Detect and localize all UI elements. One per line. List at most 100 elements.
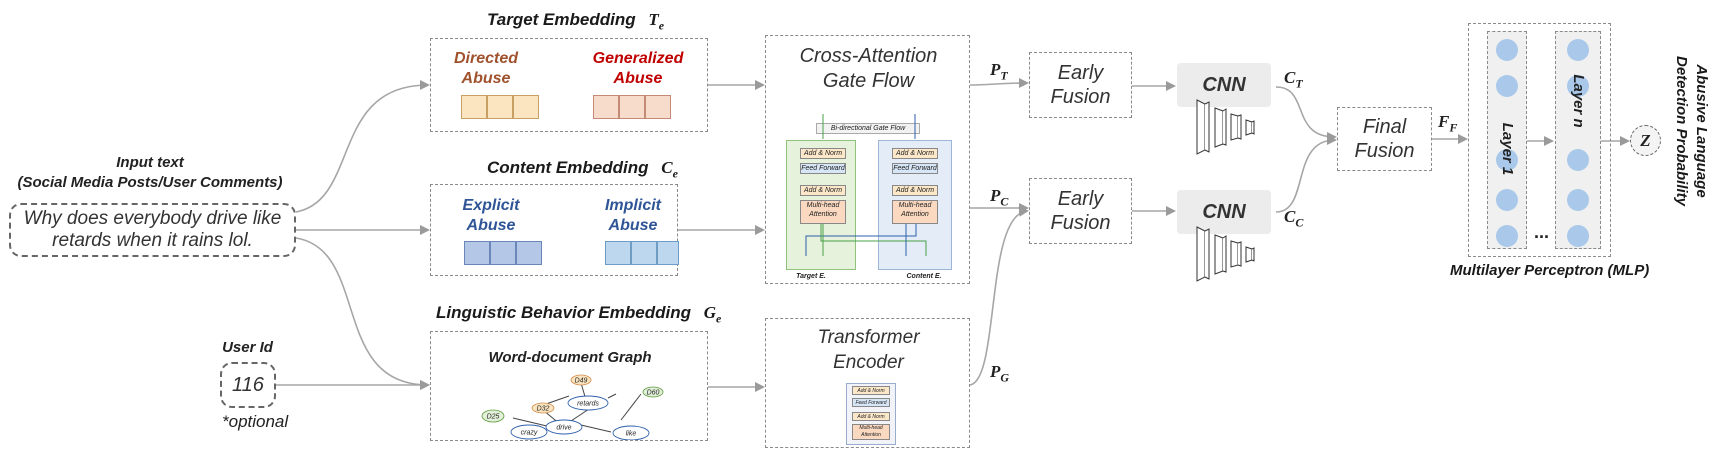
te-symbol: T xyxy=(648,10,659,29)
transformer-title-1: Transformer xyxy=(817,327,920,348)
user-id-box: 116 xyxy=(220,362,276,408)
cross-attention-title: Cross-Attention Gate Flow xyxy=(766,44,971,94)
content-multi-head-attention: Multi-head Attention xyxy=(892,200,938,224)
node-drive xyxy=(545,419,583,435)
pg-sub: G xyxy=(1000,370,1010,385)
node-d25 xyxy=(481,409,505,423)
explicit-label-2: Abuse xyxy=(466,217,516,234)
directed-cell-3 xyxy=(513,95,539,119)
node-retards xyxy=(567,395,609,411)
early-fusion-content-line1: Early xyxy=(1057,188,1104,210)
layer1-node-4 xyxy=(1496,189,1518,211)
explicit-cell-1 xyxy=(464,241,490,265)
generalized-label-2: Abuse xyxy=(613,70,663,87)
content-e-label: Content E. xyxy=(906,273,942,280)
linguistic-embedding-title: Linguistic Behavior Embedding Ge xyxy=(436,303,721,326)
directed-abuse-label: Directed Abuse xyxy=(441,49,531,89)
pc-label: PC xyxy=(990,186,1008,209)
content-embedding-box: Explicit Abuse Implicit Abuse xyxy=(430,184,679,276)
pg-symbol: P xyxy=(990,362,1001,381)
ff-label: FF xyxy=(1438,112,1457,135)
content-embedding-symbol: Ce xyxy=(661,158,678,181)
mlp-caption: Multilayer Perceptron (MLP) xyxy=(1450,262,1650,279)
generalized-cell-3 xyxy=(645,95,671,119)
pc-sub: C xyxy=(1000,194,1009,209)
prob-line2: Detection Probability xyxy=(1673,55,1690,207)
target-add-norm-top: Add & Norm xyxy=(800,148,846,159)
user-id-title: User Id xyxy=(222,339,273,356)
implicit-cell-1 xyxy=(605,241,631,265)
mlp-ellipsis: ... xyxy=(1534,222,1550,242)
directed-cell-2 xyxy=(487,95,513,119)
node-d32-label: D32 xyxy=(537,406,550,413)
explicit-cell-3 xyxy=(516,241,542,265)
output-z-label: Z xyxy=(1640,131,1651,150)
input-text-line1: Why does everybody drive like xyxy=(23,208,282,229)
layer1-node-3 xyxy=(1496,149,1518,171)
input-title-line1: Input text xyxy=(116,154,184,171)
ct-symbol: C xyxy=(1284,68,1296,87)
layern-node-2 xyxy=(1567,75,1589,97)
bidirectional-gate-bar: Bi-directional Gate Flow xyxy=(816,123,920,134)
directed-cell-1 xyxy=(461,95,487,119)
directed-label-2: Abuse xyxy=(461,70,511,87)
word-document-graph-title: Word-document Graph xyxy=(488,349,652,366)
cc-sub: C xyxy=(1295,215,1304,230)
te-sub: e xyxy=(658,18,665,33)
target-embedding-box: Directed Abuse Generalized Abuse xyxy=(430,38,708,132)
input-title-line2: (Social Media Posts/User Comments) xyxy=(17,174,283,191)
cnn-target: CNN xyxy=(1177,63,1271,107)
explicit-abuse-label: Explicit Abuse xyxy=(451,196,531,236)
cross-attention-title-2: Gate Flow xyxy=(822,70,915,92)
linguistic-embedding-title-text: Linguistic Behavior Embedding xyxy=(436,303,692,322)
implicit-cell-2 xyxy=(631,241,657,265)
layer1-node-1 xyxy=(1496,39,1518,61)
ge-symbol: G xyxy=(703,303,717,322)
bidirectional-gate-label: Bi-directional Gate Flow xyxy=(830,125,906,132)
transformer-multi-head-attention: Multi-head Attention xyxy=(852,424,890,440)
transformer-encoder-box: Transformer Encoder Add & Norm Feed Forw… xyxy=(765,318,970,448)
transformer-add-norm-top: Add & Norm xyxy=(852,386,890,395)
ct-label: CT xyxy=(1284,68,1303,91)
target-add-norm-top-label: Add & Norm xyxy=(803,150,843,157)
mlp-layer-n xyxy=(1555,31,1601,249)
content-mha-line1: Multi-head xyxy=(898,202,932,209)
generalized-cell-1 xyxy=(593,95,619,119)
content-embedding-title-text: Content Embedding xyxy=(487,158,649,177)
cnn-target-icon xyxy=(1196,99,1255,155)
cc-label: CC xyxy=(1284,207,1303,230)
content-add-norm-bottom: Add & Norm xyxy=(892,185,938,196)
pt-label: PT xyxy=(990,60,1008,83)
explicit-cell-2 xyxy=(490,241,516,265)
detection-probability-label: Abusive Language Detection Probability xyxy=(1669,36,1711,226)
node-d32 xyxy=(531,402,555,414)
content-feed-forward: Feed Forward xyxy=(892,163,938,174)
layer1-node-5 xyxy=(1496,225,1518,247)
generalized-abuse-label: Generalized Abuse xyxy=(583,49,693,89)
ce-sub: e xyxy=(672,166,678,181)
ce-symbol: C xyxy=(661,158,673,177)
target-embedding-title: Target Embedding Te xyxy=(487,10,664,33)
input-text-box: Why does everybody drive like retards wh… xyxy=(9,203,296,257)
node-drive-label: drive xyxy=(556,425,571,432)
layer1-node-2 xyxy=(1496,75,1518,97)
content-feed-forward-label: Feed Forward xyxy=(893,165,937,172)
generalized-cell-2 xyxy=(619,95,645,119)
ff-sub: F xyxy=(1449,120,1458,135)
word-document-graph: D49 D32 retards D60 D25 drive crazy like xyxy=(481,374,664,440)
input-text-content: Why does everybody drive like retards wh… xyxy=(11,208,294,252)
layern-node-3 xyxy=(1567,149,1589,171)
content-mha-line2: Attention xyxy=(901,211,929,218)
node-crazy-label: crazy xyxy=(521,430,538,437)
target-embedding-symbol: Te xyxy=(648,10,665,33)
cnn-content-icon xyxy=(1196,226,1255,282)
implicit-cell-3 xyxy=(657,241,679,265)
node-like-label: like xyxy=(626,431,637,438)
user-id-value: 116 xyxy=(232,374,264,396)
node-d25-label: D25 xyxy=(487,414,500,421)
node-retards-label: retards xyxy=(577,401,599,408)
